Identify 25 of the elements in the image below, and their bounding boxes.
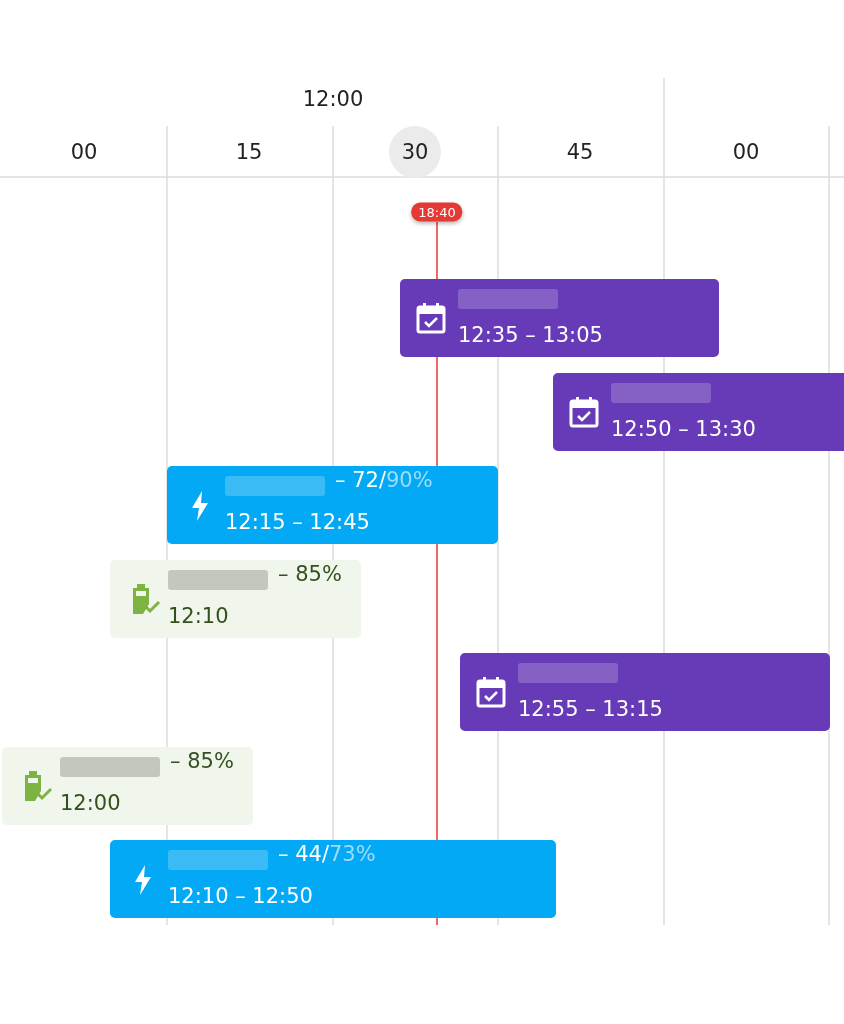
charged-bar: [110, 560, 361, 638]
hour-label: 12:00: [302, 87, 364, 111]
time-range: 12:00: [60, 791, 121, 815]
event-bar: [460, 653, 830, 731]
charged-bar: [2, 747, 253, 825]
charge-level: – 85%: [278, 562, 342, 586]
charging-bar: [167, 466, 498, 544]
minute-label: 30: [401, 140, 429, 164]
event-bar: [400, 279, 719, 357]
time-badge: 18:40: [411, 202, 463, 222]
event-bar: [553, 373, 844, 451]
time-range: 12:35 – 13:05: [458, 323, 603, 347]
charge-level: – 72/90%: [335, 468, 433, 492]
time-range: 12:50 – 13:30: [611, 417, 756, 441]
time-range: 12:55 – 13:15: [518, 697, 663, 721]
minute-label: 45: [566, 140, 594, 164]
time-range: 12:10: [168, 604, 229, 628]
charge-level: – 85%: [170, 749, 234, 773]
charging-bar: [110, 840, 556, 918]
minute-label: 15: [235, 140, 263, 164]
time-range: 12:10 – 12:50: [168, 884, 313, 908]
minute-label: 00: [70, 140, 98, 164]
minute-label: 00: [732, 140, 760, 164]
charge-level: – 44/73%: [278, 842, 376, 866]
time-range: 12:15 – 12:45: [225, 510, 370, 534]
